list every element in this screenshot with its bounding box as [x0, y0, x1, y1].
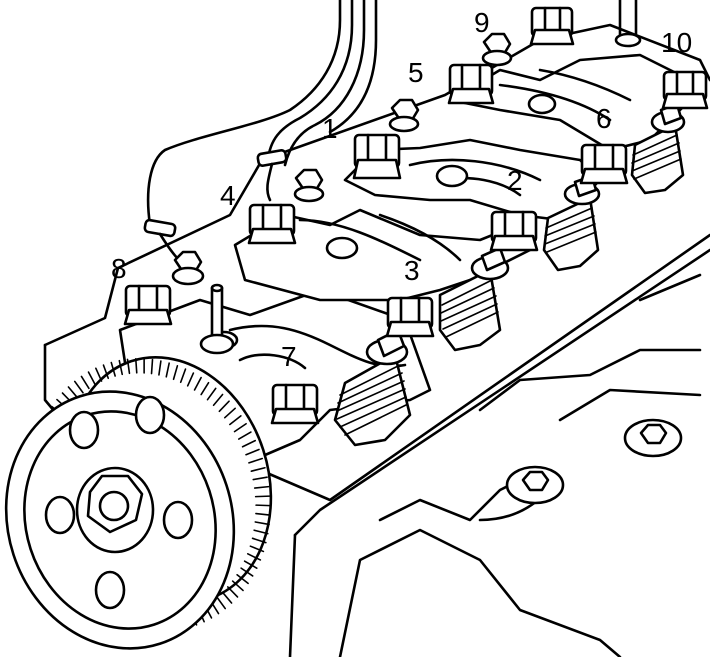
- pulley-tooth: [95, 367, 103, 382]
- pulley-tooth: [218, 400, 230, 413]
- locating-pin: [199, 283, 235, 355]
- pulley-tooth: [251, 537, 267, 544]
- pulley-tooth: [206, 387, 217, 401]
- pulley-tooth: [87, 371, 96, 386]
- label-4: 4: [220, 180, 236, 211]
- pulley-tooth: [240, 567, 254, 577]
- pulley-tooth: [254, 521, 270, 526]
- pulley-tooth: [80, 375, 90, 390]
- pulley-tooth: [245, 448, 260, 456]
- pulley-tooth: [150, 358, 154, 375]
- pulley-tooth: [193, 376, 202, 391]
- pulley-tooth: [248, 457, 264, 464]
- injector: [542, 174, 601, 272]
- pulley-tooth: [253, 485, 270, 489]
- pulley-tooth: [212, 393, 224, 407]
- injector: [333, 328, 412, 447]
- washer: [325, 236, 359, 260]
- pulley-tooth: [126, 358, 131, 375]
- bolt-number-labels: 1 2 3 4 5 6 7 8 9 10: [111, 7, 692, 372]
- pulley-tooth: [200, 381, 210, 396]
- label-5: 5: [408, 57, 424, 88]
- pulley-tooth: [233, 422, 247, 433]
- pulley-tooth: [158, 360, 162, 376]
- cap-bolt: [123, 284, 173, 326]
- pulley-tooth: [165, 362, 170, 378]
- small-nut: [481, 32, 513, 67]
- label-3: 3: [404, 255, 420, 286]
- pulley-tooth: [179, 368, 187, 384]
- washer: [435, 164, 469, 188]
- block-bolt: [505, 465, 565, 505]
- pulley-tooth: [237, 431, 252, 440]
- pulley-tooth: [216, 596, 227, 610]
- pulley-tooth: [231, 580, 244, 592]
- injector: [438, 246, 510, 352]
- pulley-tooth: [253, 529, 269, 535]
- small-nut: [171, 250, 205, 286]
- pulley-tooth: [229, 415, 242, 426]
- cap-bolt: [529, 6, 575, 46]
- pulley-tooth: [221, 591, 233, 604]
- label-9: 9: [474, 7, 490, 38]
- cap-bolt: [447, 63, 495, 105]
- pulley-tooth: [226, 586, 239, 598]
- cap-bolt: [352, 133, 402, 180]
- washer: [527, 93, 557, 115]
- pulley-tooth: [134, 358, 138, 374]
- pulley-tooth: [73, 380, 84, 394]
- cap-bolt: [270, 383, 320, 425]
- fuel-lines: [143, 0, 642, 264]
- pulley-tooth: [252, 476, 268, 481]
- pulley-tooth: [223, 407, 236, 419]
- label-10: 10: [661, 27, 692, 58]
- pulley-tooth: [110, 361, 116, 377]
- pulley-tooth: [236, 573, 249, 585]
- label-2: 2: [507, 165, 523, 196]
- pulley-tooth: [67, 386, 79, 399]
- engine-block-outline: [43, 23, 710, 657]
- label-6: 6: [596, 103, 612, 134]
- cap-bolt: [661, 70, 709, 110]
- pulley-tooth: [172, 365, 179, 381]
- label-1: 1: [322, 113, 338, 144]
- cap-bolt: [385, 296, 435, 338]
- label-7: 7: [281, 341, 297, 372]
- pulley-tooth: [249, 545, 265, 553]
- small-nut: [388, 98, 420, 133]
- cap-bolt: [247, 203, 297, 245]
- block-bolt: [623, 418, 683, 458]
- pulley-tooth: [243, 560, 258, 569]
- pulley-tooth: [241, 439, 256, 448]
- pulley-tooth: [186, 372, 195, 387]
- pulley-tooth: [118, 359, 124, 376]
- cap-bolt: [489, 210, 539, 252]
- pulley-tooth: [250, 466, 266, 472]
- label-8: 8: [111, 253, 127, 284]
- pulley-tooth: [246, 553, 262, 561]
- timing-pulley: [4, 356, 273, 650]
- cap-bolt: [579, 143, 629, 185]
- pulley-tooth: [255, 512, 271, 516]
- small-nut: [293, 168, 325, 203]
- pulley-tooth: [102, 364, 110, 380]
